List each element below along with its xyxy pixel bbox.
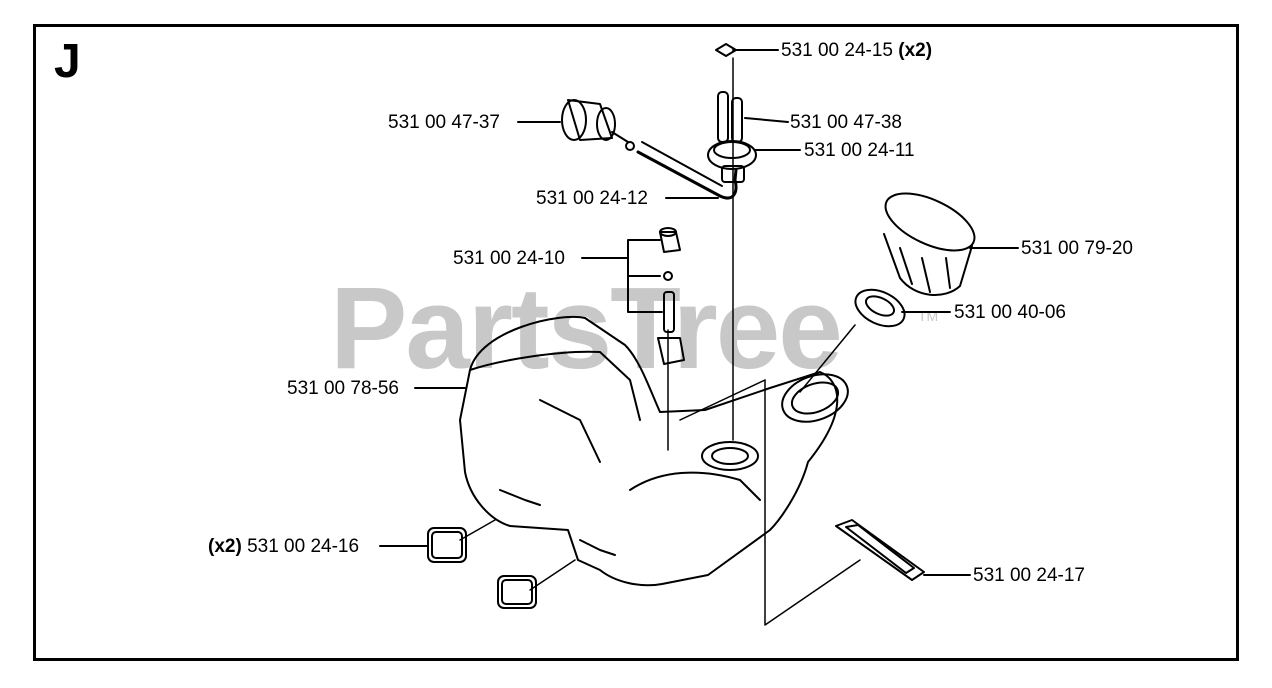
part-label-531-00-24-17[interactable]: 531 00 24-17 bbox=[973, 566, 1085, 585]
part-number: 531 00 24-11 bbox=[804, 140, 915, 161]
part-label-531-00-47-37[interactable]: 531 00 47-37 bbox=[388, 113, 500, 132]
cushion-part-1 bbox=[427, 527, 467, 563]
part-number: 531 00 47-37 bbox=[388, 112, 500, 133]
gasket-part bbox=[854, 288, 906, 328]
tank-seal-part bbox=[835, 519, 925, 581]
part-number: 531 00 47-38 bbox=[790, 112, 902, 133]
cushion-part-2 bbox=[497, 575, 537, 609]
vent-valve-part bbox=[659, 231, 681, 253]
part-qty: (x2) bbox=[898, 40, 933, 61]
leader-531-00-47-38 bbox=[744, 117, 789, 123]
part-number: 531 00 40-06 bbox=[954, 302, 1066, 323]
part-number: 531 00 79-20 bbox=[1021, 238, 1133, 259]
section-letter: J bbox=[54, 35, 81, 88]
part-label-531-00-47-38[interactable]: 531 00 47-38 bbox=[790, 113, 902, 132]
part-label-531-00-40-06[interactable]: 531 00 40-06 bbox=[954, 303, 1066, 322]
fuel-tube-part bbox=[717, 91, 729, 143]
frame-bottom-border bbox=[33, 658, 1239, 661]
part-label-531-00-24-15[interactable]: 531 00 24-15 (x2) bbox=[781, 41, 932, 60]
part-number: 531 00 24-12 bbox=[536, 188, 648, 209]
part-label-531-00-24-10[interactable]: 531 00 24-10 bbox=[453, 249, 565, 268]
fuel-tank-part bbox=[459, 315, 839, 587]
leader-531-00-24-10 bbox=[581, 239, 661, 259]
part-label-531-00-24-11[interactable]: 531 00 24-11 bbox=[804, 141, 915, 160]
part-number: 531 00 24-10 bbox=[453, 248, 565, 269]
part-number: 531 00 24-16 bbox=[247, 536, 360, 557]
fuel-filter-part bbox=[567, 99, 613, 141]
part-label-531-00-24-16[interactable]: (x2) 531 00 24-16 bbox=[208, 537, 359, 556]
part-qty: (x2) bbox=[208, 536, 242, 557]
part-label-531-00-78-56[interactable]: 531 00 78-56 bbox=[287, 379, 399, 398]
fuel-hose-part bbox=[636, 150, 738, 200]
part-label-531-00-24-12[interactable]: 531 00 24-12 bbox=[536, 189, 648, 208]
part-label-531-00-79-20[interactable]: 531 00 79-20 bbox=[1021, 239, 1133, 258]
part-number: 531 00 78-56 bbox=[287, 378, 399, 399]
part-number: 531 00 24-15 bbox=[781, 40, 893, 61]
part-number: 531 00 24-17 bbox=[973, 565, 1085, 586]
diagram-frame bbox=[33, 24, 1239, 660]
vent-clip-part bbox=[715, 43, 737, 57]
fuel-cap-part bbox=[884, 192, 976, 252]
grommet-part bbox=[707, 140, 757, 170]
watermark: PartsTree bbox=[330, 263, 843, 393]
